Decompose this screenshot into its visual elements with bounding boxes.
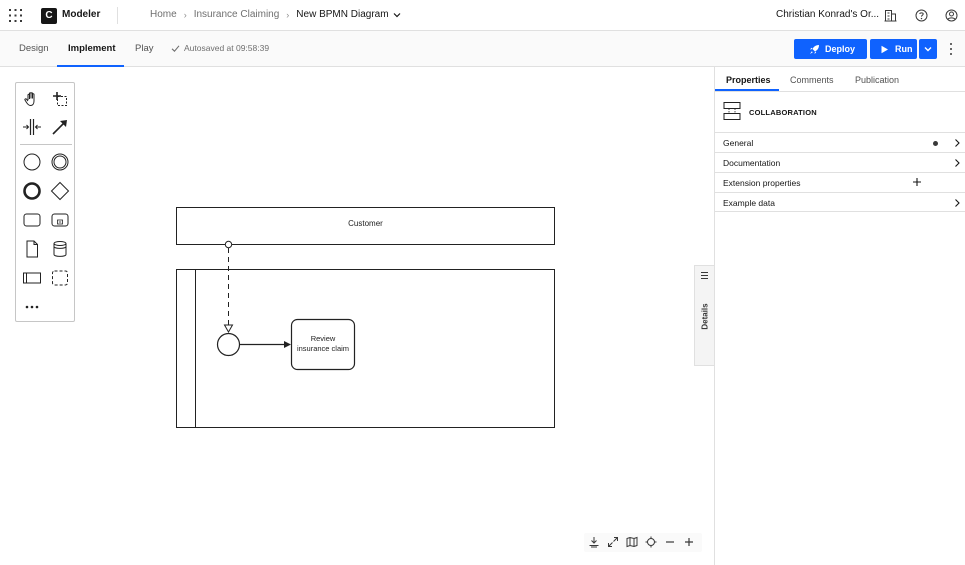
- group-documentation[interactable]: Documentation: [715, 152, 965, 172]
- tab-play[interactable]: Play: [135, 43, 154, 54]
- properties-panel: Properties Comments Publication COLLABOR…: [714, 67, 965, 565]
- deploy-position-icon[interactable]: [588, 536, 600, 548]
- tab-implement[interactable]: Implement: [68, 43, 116, 54]
- details-label: Details: [700, 303, 710, 330]
- breadcrumb-diagram[interactable]: New BPMN Diagram: [296, 9, 389, 20]
- reset-zoom-icon[interactable]: [645, 536, 657, 548]
- checkmark-icon: [171, 44, 180, 52]
- zoom-in-icon[interactable]: [683, 536, 695, 548]
- group-extension-properties[interactable]: Extension properties: [715, 172, 965, 192]
- group-label: Extension properties: [723, 178, 801, 188]
- task-review-claim[interactable]: [290, 318, 356, 371]
- group-label: Documentation: [723, 158, 781, 168]
- start-event[interactable]: [216, 332, 241, 357]
- subprocess-icon[interactable]: [50, 210, 70, 230]
- product-name[interactable]: Modeler: [62, 9, 101, 20]
- collaboration-icon: [723, 102, 741, 120]
- participant-label: Customer: [348, 219, 383, 228]
- sequence-flow-arrowhead: [284, 341, 291, 348]
- element-type-title: COLLABORATION: [749, 108, 817, 117]
- deploy-label: Deploy: [825, 44, 856, 54]
- organization-name[interactable]: Christian Konrad's Or...: [776, 9, 880, 20]
- connect-tool-icon[interactable]: [50, 117, 70, 137]
- tab-design[interactable]: Design: [19, 43, 49, 54]
- fit-viewport-icon[interactable]: [607, 536, 619, 548]
- group-label: Example data: [723, 198, 775, 208]
- run-label: Run: [895, 44, 913, 54]
- chevron-down-icon: [924, 47, 932, 52]
- list-icon: [701, 272, 708, 279]
- group-icon[interactable]: [50, 268, 70, 288]
- deploy-button[interactable]: Deploy: [794, 39, 867, 59]
- mode-tab-bar: Design Implement Play Autosaved at 09:58…: [0, 31, 965, 67]
- task-label-line-2: insurance claim: [296, 343, 350, 353]
- tab-properties[interactable]: Properties: [726, 75, 771, 85]
- participant-pool[interactable]: [176, 269, 555, 428]
- group-example-data[interactable]: Example data: [715, 192, 965, 212]
- panel-tab-divider: [715, 91, 965, 92]
- active-tab-indicator: [57, 65, 124, 67]
- start-event-icon[interactable]: [22, 152, 42, 172]
- data-indicator-icon: [933, 141, 938, 146]
- overflow-menu-icon[interactable]: [948, 42, 954, 56]
- more-tools-icon[interactable]: [22, 297, 42, 317]
- help-icon[interactable]: [915, 9, 928, 22]
- breadcrumb-home[interactable]: Home: [150, 9, 177, 20]
- autosave-status: Autosaved at 09:58:39: [171, 43, 269, 53]
- data-object-icon[interactable]: [22, 239, 42, 259]
- chevron-right-icon: [955, 139, 960, 147]
- run-button[interactable]: Run: [870, 39, 917, 59]
- play-icon: [881, 45, 888, 53]
- minimap-icon[interactable]: [626, 536, 638, 548]
- tool-palette: [15, 82, 75, 322]
- task-icon[interactable]: [22, 210, 42, 230]
- end-event-icon[interactable]: [22, 181, 42, 201]
- run-options-button[interactable]: [919, 39, 937, 59]
- details-toggle-tab[interactable]: Details: [694, 265, 714, 366]
- task-label: Review insurance claim: [292, 334, 354, 353]
- rocket-icon: [810, 44, 819, 54]
- group-general[interactable]: General: [715, 132, 965, 152]
- breadcrumb: Home › Insurance Claiming › New BPMN Dia…: [150, 9, 401, 20]
- bpmn-diagram: [176, 207, 555, 428]
- user-avatar-icon[interactable]: [945, 9, 958, 22]
- chevron-down-icon[interactable]: [393, 11, 401, 19]
- message-flow-source-marker: [224, 240, 233, 249]
- chevron-right-icon: [955, 159, 960, 167]
- palette-divider: [20, 144, 72, 145]
- chevron-right-icon: [955, 199, 960, 207]
- message-flow-arrowhead: [223, 324, 234, 334]
- breadcrumb-separator-icon: ›: [286, 9, 290, 20]
- tab-comments[interactable]: Comments: [790, 75, 834, 85]
- data-store-icon[interactable]: [50, 239, 70, 259]
- autosave-text: Autosaved at 09:58:39: [184, 43, 270, 53]
- top-bar: C Modeler Home › Insurance Claiming › Ne…: [0, 0, 965, 31]
- add-icon[interactable]: [912, 177, 922, 187]
- group-label: General: [723, 138, 754, 148]
- panel-active-tab-indicator: [715, 89, 779, 91]
- building-icon[interactable]: [884, 9, 897, 22]
- pool-icon[interactable]: [22, 268, 42, 288]
- zoom-out-icon[interactable]: [664, 536, 676, 548]
- app-switcher-icon[interactable]: [9, 9, 22, 22]
- lasso-tool-icon[interactable]: [50, 89, 70, 109]
- breadcrumb-separator-icon: ›: [183, 9, 187, 20]
- space-tool-icon[interactable]: [22, 117, 42, 137]
- intermediate-event-icon[interactable]: [50, 152, 70, 172]
- breadcrumb-project[interactable]: Insurance Claiming: [193, 9, 280, 20]
- task-label-line-1: Review: [310, 334, 336, 343]
- participant-customer[interactable]: [176, 207, 555, 245]
- hand-tool-icon[interactable]: [22, 89, 42, 109]
- topbar-divider: [117, 7, 118, 24]
- canvas-controls: [584, 533, 702, 552]
- tab-publication[interactable]: Publication: [855, 75, 900, 85]
- gateway-icon[interactable]: [50, 181, 70, 201]
- camunda-logo[interactable]: C: [41, 8, 57, 24]
